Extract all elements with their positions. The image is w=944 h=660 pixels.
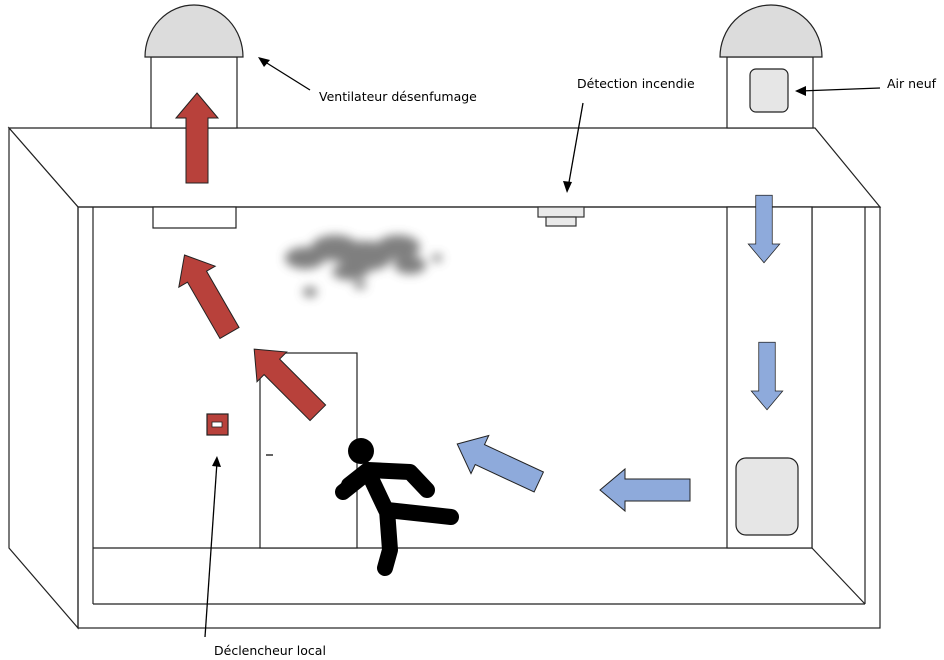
roof-face xyxy=(7,127,882,208)
intake-dome xyxy=(719,4,823,58)
callout-fresh-air xyxy=(799,87,881,92)
callout-manual-trigger xyxy=(204,461,218,638)
manual-call-point xyxy=(206,413,229,436)
exhaust-grille xyxy=(152,206,237,229)
building xyxy=(7,126,882,630)
label-manual-trigger: Déclencheur local xyxy=(214,643,326,658)
front-frame xyxy=(77,206,881,629)
callout-smoke-fan xyxy=(261,59,311,91)
smoke-cloud-icon xyxy=(285,235,442,297)
callout-fire-detection xyxy=(567,102,584,189)
intake-grille xyxy=(749,68,789,113)
intake-arrow-top xyxy=(747,194,781,264)
intake-arrow-diagonal xyxy=(456,434,545,493)
smoke-fan-unit xyxy=(144,4,244,229)
left-wall xyxy=(8,126,79,630)
label-fire-detection: Détection incendie xyxy=(577,76,695,91)
label-fresh-air: Air neuf xyxy=(887,76,937,91)
intake-arrows xyxy=(456,194,784,513)
fan-dome xyxy=(144,4,244,58)
exhaust-arrow-fan xyxy=(174,92,220,184)
intake-arrow-middle xyxy=(750,341,784,411)
intake-arrow-floor xyxy=(599,467,691,513)
fresh-air-unit xyxy=(719,4,823,549)
intake-vent-panel xyxy=(735,457,799,536)
exhaust-arrow-lower xyxy=(253,348,327,422)
label-smoke-fan: Ventilateur désenfumage xyxy=(319,89,477,104)
exhaust-arrows xyxy=(174,92,327,422)
exhaust-arrow-upper xyxy=(178,254,240,340)
callout-lines xyxy=(204,57,881,638)
fire-detector xyxy=(537,206,585,227)
running-person-icon xyxy=(335,438,459,576)
